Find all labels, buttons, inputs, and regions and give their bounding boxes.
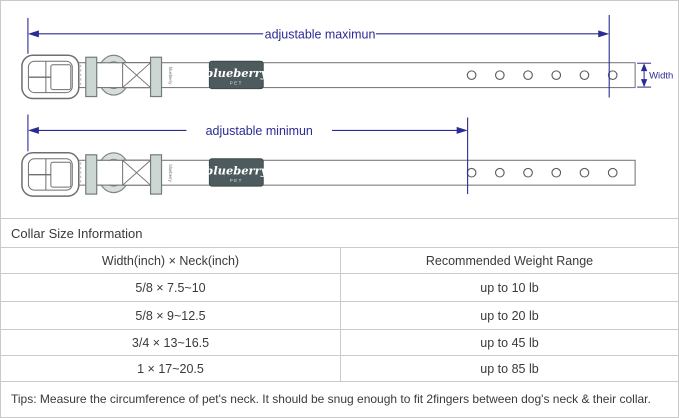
collar-diagram: blueberry blueberry PET [21, 14, 673, 197]
column-header-weight: Recommended Weight Range [425, 253, 594, 268]
max-dimension-lines [27, 14, 610, 98]
arrowhead-down-icon [640, 79, 648, 88]
table-row: 5/8 × 7.5~10 up to 10 lb [1, 273, 678, 301]
weight-cell: up to 85 lb [480, 361, 539, 376]
min-dimension-lines [27, 114, 469, 195]
arrowhead-right-icon [598, 30, 610, 38]
table-title-row: Collar Size Information [1, 218, 678, 247]
arrowhead-left-icon [27, 126, 39, 134]
tips-text: Tips: Measure the circumference of pet's… [11, 391, 651, 406]
size-cell: 5/8 × 9~12.5 [1, 302, 341, 329]
table-row: 1 × 17~20.5 up to 85 lb [1, 355, 678, 381]
size-cell: 5/8 × 7.5~10 [1, 274, 341, 301]
table-row: 5/8 × 9~12.5 up to 20 lb [1, 301, 678, 329]
max-dimension-label: adjustable maximun [265, 27, 376, 41]
collar-bottom [21, 152, 636, 197]
arrowhead-right-icon [456, 126, 468, 134]
min-dimension-label: adjustable minimun [206, 124, 313, 138]
size-cell: 3/4 × 13~16.5 [1, 330, 341, 355]
collar-size-table: Collar Size Information Width(inch) × Ne… [1, 218, 678, 415]
width-dimension-lines [637, 62, 652, 88]
weight-cell: up to 45 lb [480, 335, 539, 350]
column-header-size: Width(inch) × Neck(inch) [1, 248, 341, 273]
table-header-row: Width(inch) × Neck(inch) Recommended Wei… [1, 247, 678, 273]
width-dimension-label: Width [649, 71, 673, 82]
table-tips-row: Tips: Measure the circumference of pet's… [1, 381, 678, 415]
arrowhead-up-icon [640, 63, 648, 72]
collar-top [21, 54, 636, 100]
size-cell: 1 × 17~20.5 [1, 356, 341, 381]
arrowhead-left-icon [27, 30, 39, 38]
weight-cell: up to 10 lb [480, 280, 539, 295]
table-title: Collar Size Information [11, 225, 143, 241]
table-row: 3/4 × 13~16.5 up to 45 lb [1, 329, 678, 355]
weight-cell: up to 20 lb [480, 308, 539, 323]
